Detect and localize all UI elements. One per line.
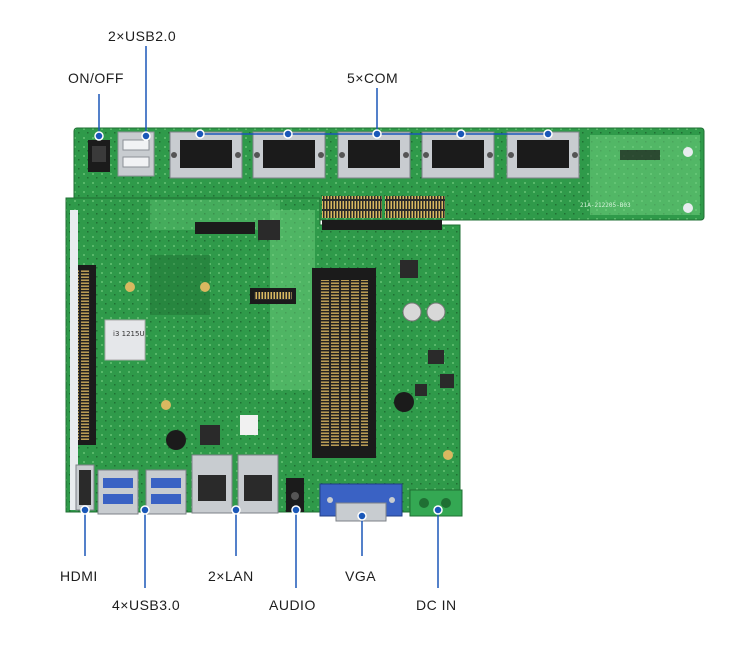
cpu-area: i3 1215U <box>104 255 210 361</box>
callout-dot <box>291 505 301 515</box>
chips <box>166 220 418 450</box>
audio-connector <box>286 478 304 512</box>
label-onoff: ON/OFF <box>68 70 124 86</box>
callout-dot <box>456 129 466 139</box>
label-vga: VGA <box>345 568 377 584</box>
callout-dot <box>543 129 553 139</box>
label-com: 5×COM <box>347 70 399 86</box>
board-to-board-connectors <box>322 196 445 230</box>
callout-dot <box>80 505 90 515</box>
callout-dot <box>433 505 443 515</box>
hdmi-connector <box>75 464 95 511</box>
com-port <box>421 131 495 179</box>
callout-dot <box>94 131 104 141</box>
power-switch-connector <box>88 140 110 172</box>
callout-dot <box>141 131 151 141</box>
usb20-connector <box>117 131 155 177</box>
callout-dot <box>283 129 293 139</box>
com-port <box>252 131 326 179</box>
expansion-socket <box>312 268 376 458</box>
label-usb30: 4×USB3.0 <box>112 597 181 613</box>
com-port <box>169 131 243 179</box>
label-lan: 2×LAN <box>208 568 254 584</box>
sodimm-slot <box>70 210 96 510</box>
com-port <box>506 131 580 179</box>
label-hdmi: HDMI <box>60 568 98 584</box>
usb30-connector <box>145 469 187 515</box>
riser-pcb-code: 21A-212205-B03 <box>580 202 631 209</box>
callout-dot <box>195 129 205 139</box>
callout-dot <box>231 505 241 515</box>
callout-dot <box>140 505 150 515</box>
callout-dot <box>372 129 382 139</box>
com-port <box>337 131 411 179</box>
lan-connector <box>191 454 233 514</box>
cpu-label: i3 1215U <box>113 330 145 338</box>
usb30-connector <box>97 469 139 515</box>
label-dcin: DC IN <box>416 597 457 613</box>
label-audio: AUDIO <box>269 597 316 613</box>
lan-connector <box>237 454 279 514</box>
label-usb20: 2×USB2.0 <box>108 28 177 44</box>
callout-dot <box>357 511 367 521</box>
capacitors <box>125 282 454 460</box>
callout-dots <box>80 129 553 521</box>
com-connectors <box>169 131 580 179</box>
